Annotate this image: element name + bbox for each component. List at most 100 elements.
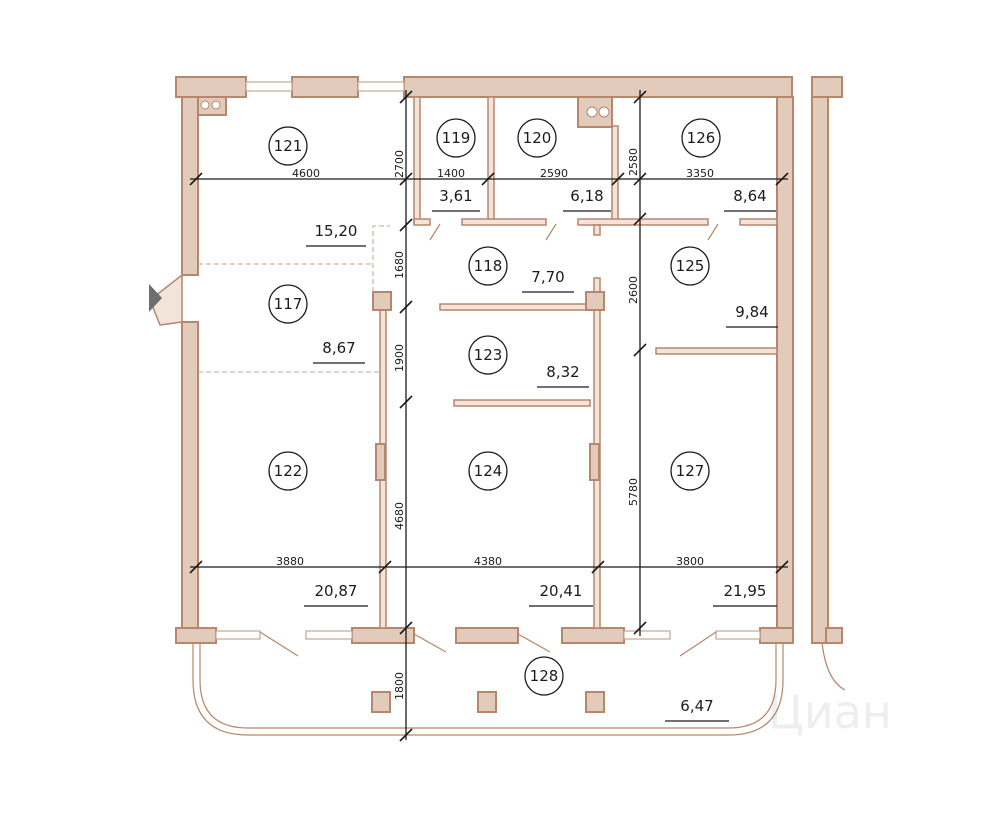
dimension-tick [633,90,647,104]
room-area-value: 20,87 [315,582,358,600]
room-area: 7,70 [522,268,574,293]
dimension-tick [399,90,413,104]
dimension-lines [189,90,789,742]
room-number: 119 [442,129,471,147]
room-area: 15,20 [306,222,366,247]
room-area-value: 8,64 [733,187,766,205]
door-swings [149,223,719,657]
room-number-marker: 128 [524,656,564,696]
dimension-tick [378,560,392,574]
room-number: 123 [474,346,503,364]
room-area: 3,61 [432,187,480,212]
room-area: 9,84 [726,303,778,328]
terrace-arc-right [821,641,846,691]
room-number: 117 [274,295,303,313]
dimension-tick [189,172,203,186]
room-number: 125 [676,257,705,275]
room-number-marker: 118 [468,246,508,286]
dimension-tick [399,218,413,232]
dimension-label: 2600 [627,276,640,304]
dimension-label: 1400 [437,167,465,180]
dimension-tick [775,172,789,186]
room-number-marker: 121 [268,126,308,166]
dimension-tick [399,300,413,314]
room-area-value: 6,18 [570,187,603,205]
dimension-label: 2590 [540,167,568,180]
room-area-value: 9,84 [735,303,768,321]
dimension-tick [399,395,413,409]
dimension-tick [481,172,495,186]
room-area: 20,87 [304,582,368,607]
dimension-label: 5780 [627,478,640,506]
dimension-tick [399,621,413,635]
room-number-marker: 126 [681,118,721,158]
room-area-value: 21,95 [724,582,767,600]
room-number: 118 [474,257,503,275]
dimension-label: 1800 [393,672,406,700]
dimension-label: 2580 [627,148,640,176]
room-area-value: 7,70 [531,268,564,286]
dimension-labels: 4600 1400 2590 3350 3880 4380 3800 2700 … [276,148,714,700]
exterior-walls [175,76,843,644]
dimension-tick [611,172,625,186]
dimension-label: 1680 [393,251,406,279]
room-number-marker: 127 [670,451,710,491]
dimension-tick [399,728,413,742]
dimension-label: 3350 [686,167,714,180]
room-area: 20,41 [529,582,593,607]
room-area: 8,67 [313,339,365,364]
room-markers: 121 119 120 126 118 125 117 123 122 124 … [268,118,721,696]
room-number-marker: 125 [670,246,710,286]
room-area: 6,18 [563,187,611,212]
room-areas: 15,20 3,61 6,18 8,64 7,70 9,84 8,67 8,32… [304,187,778,722]
sink-icon [577,96,613,128]
dimension-label: 4380 [474,555,502,568]
dimension-tick [399,172,413,186]
room-area-value: 20,41 [540,582,583,600]
room-area: 6,47 [665,697,729,722]
dimension-label: 2700 [393,150,406,178]
room-area-value: 15,20 [315,222,358,240]
room-number: 126 [687,129,716,147]
zone-boundaries [198,225,390,373]
room-number: 128 [530,667,559,685]
room-area-value: 3,61 [439,187,472,205]
room-number-marker: 123 [468,335,508,375]
room-area-value: 8,32 [546,363,579,381]
room-area: 21,95 [713,582,777,607]
room-number: 122 [274,462,303,480]
dimension-label: 3800 [676,555,704,568]
dimension-tick [633,621,647,635]
dimension-label: 3880 [276,555,304,568]
dimension-tick [633,172,647,186]
watermark-text: Циан [768,685,892,739]
room-number: 120 [523,129,552,147]
sink-icon [197,96,227,116]
room-number: 127 [676,462,705,480]
windows [215,81,761,640]
terrace-outline [192,642,784,736]
room-area-value: 8,67 [322,339,355,357]
room-area: 8,64 [724,187,776,212]
room-area: 8,32 [537,363,589,388]
room-number-marker: 120 [517,118,557,158]
room-number-marker: 124 [468,451,508,491]
dimension-tick [633,212,647,226]
dimension-label: 4680 [393,502,406,530]
entrance-arrow-icon [149,284,162,312]
dimension-tick [189,560,203,574]
room-area-value: 6,47 [680,697,713,715]
room-number-marker: 119 [436,118,476,158]
dimension-tick [633,343,647,357]
dimension-label: 4600 [292,167,320,180]
dimension-tick [591,560,605,574]
terrace-outline-inner [199,642,777,729]
dimension-label: 1900 [393,344,406,372]
room-number: 121 [274,137,303,155]
room-number-marker: 122 [268,451,308,491]
room-number: 124 [474,462,503,480]
room-number-marker: 117 [268,284,308,324]
pillars [371,291,605,713]
dimension-tick [775,560,789,574]
